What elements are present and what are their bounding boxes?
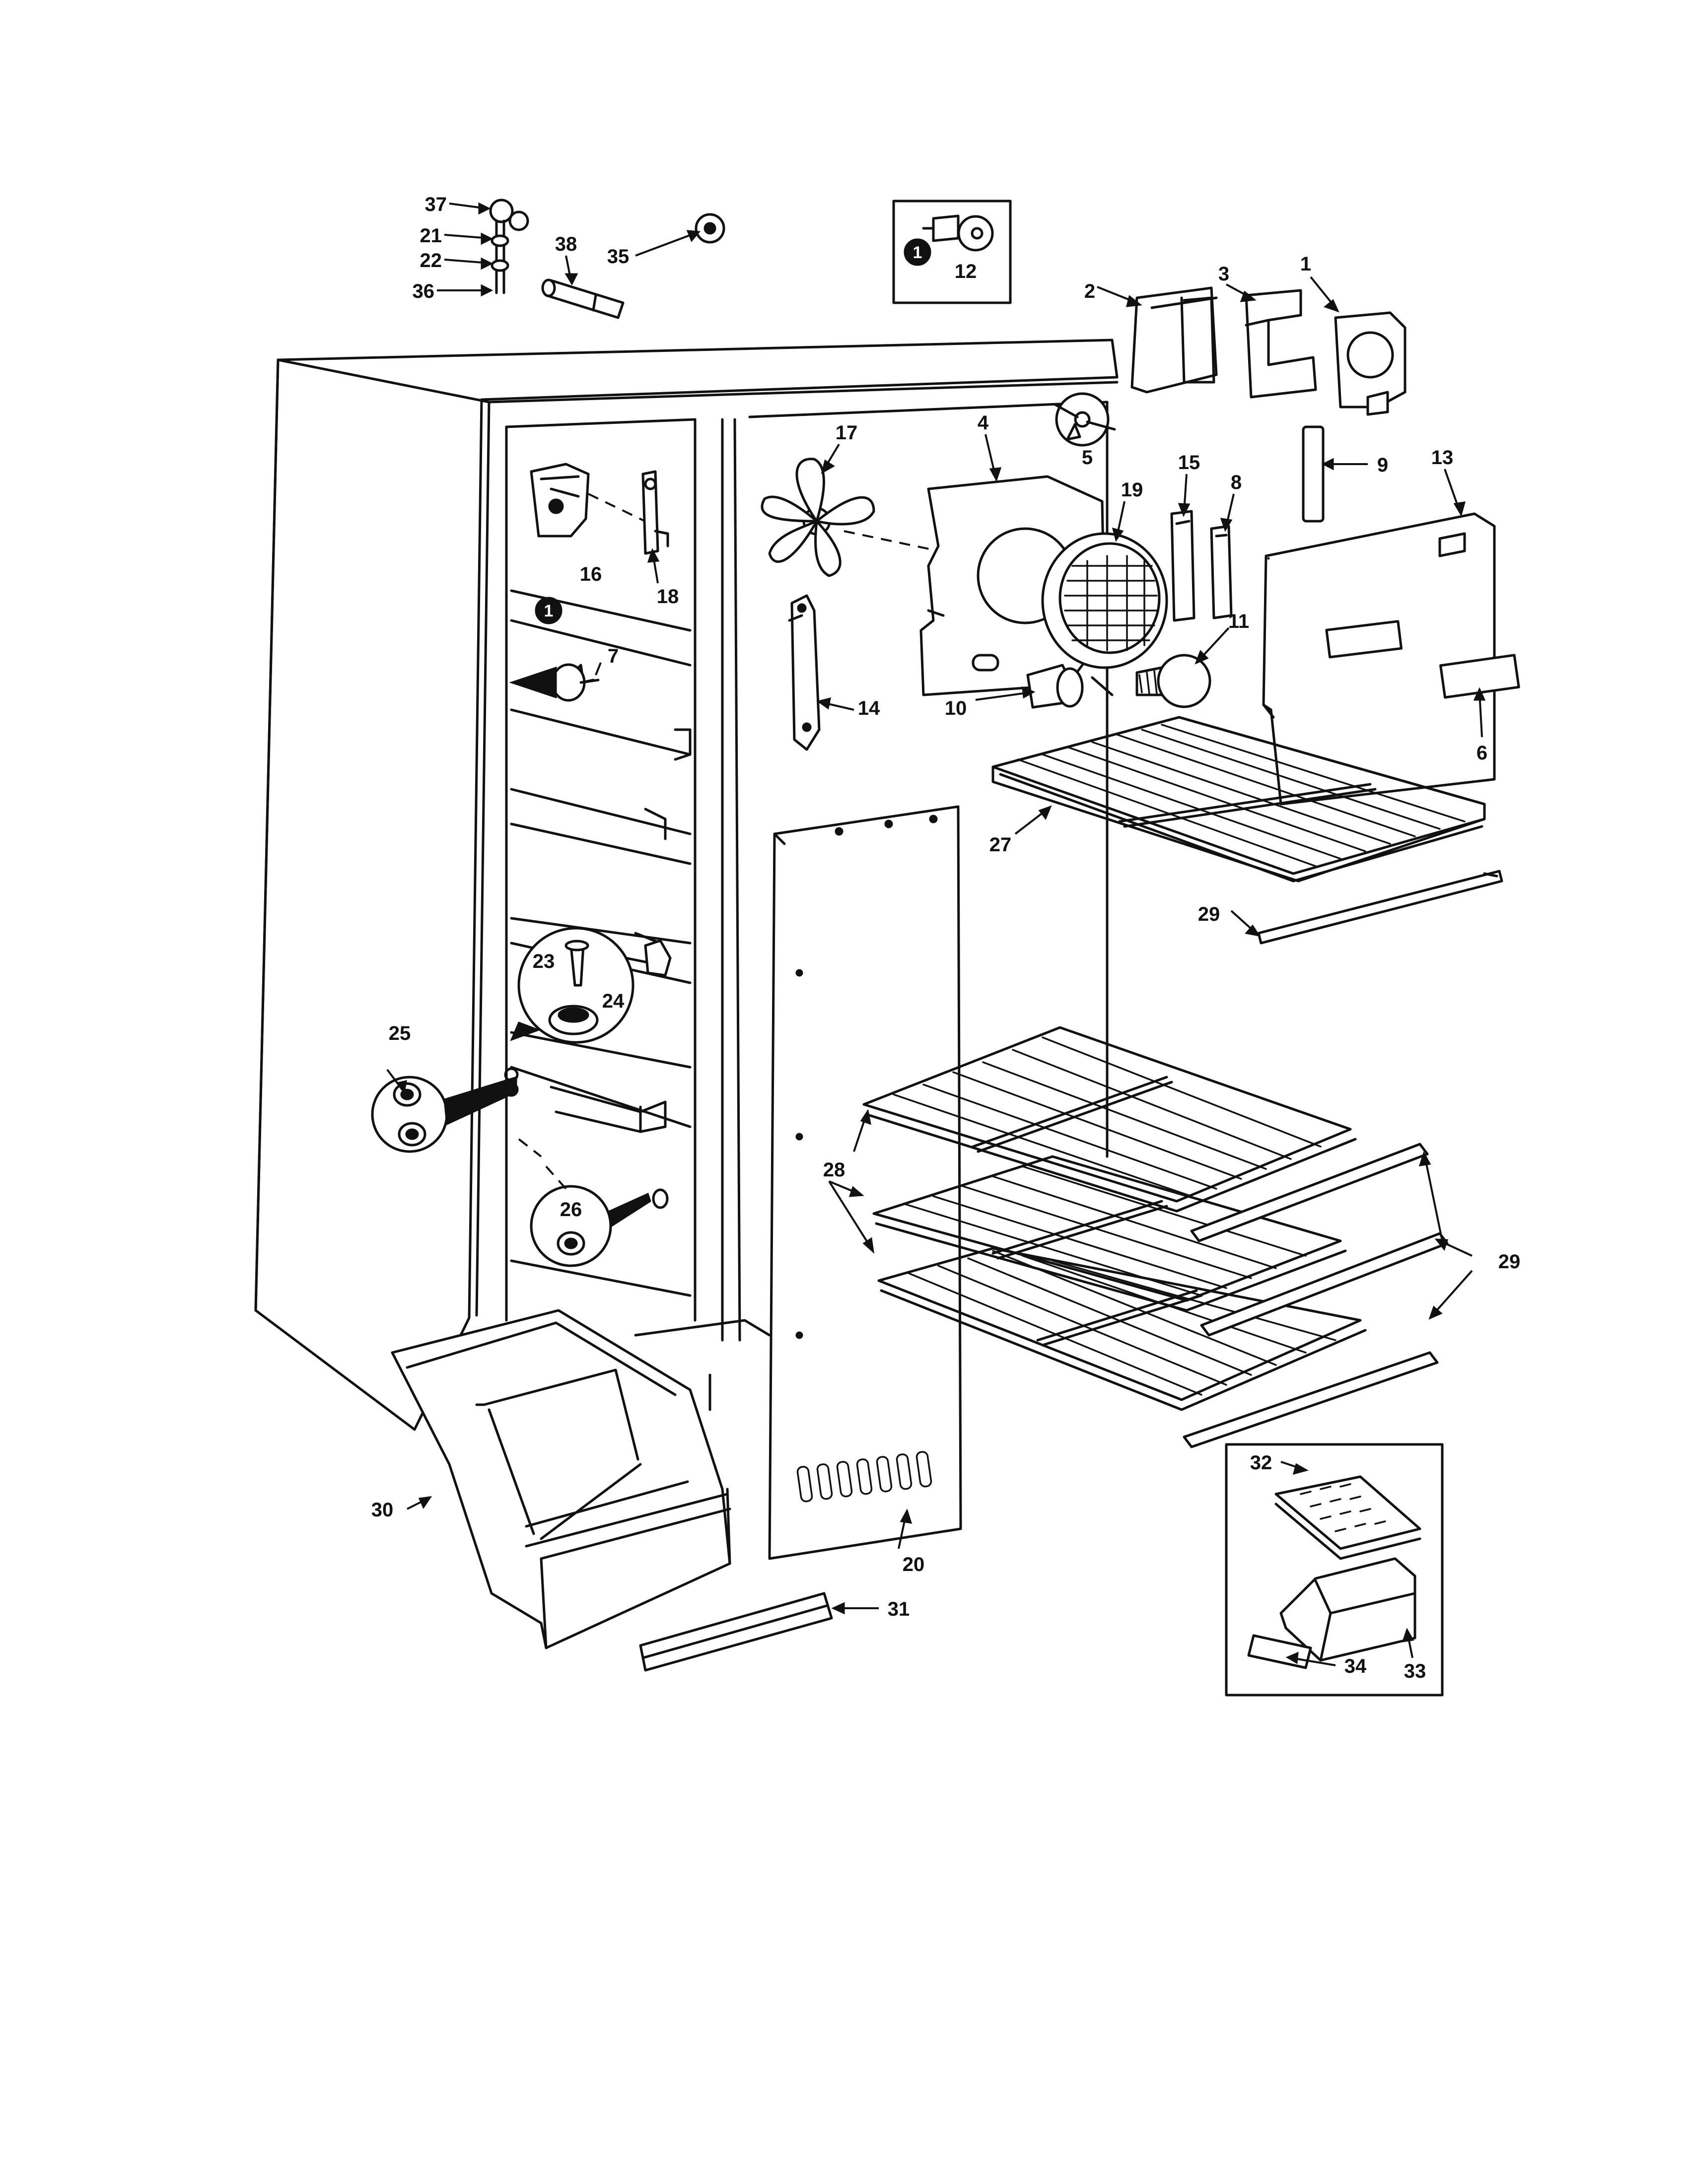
callout-1: 1: [1300, 253, 1311, 275]
callout-9: 9: [1377, 454, 1388, 476]
crisper-bin-30: [391, 1309, 731, 1649]
heater-tube-38: [541, 278, 625, 319]
shelf-trim-29-upper: [1257, 870, 1503, 945]
callout-28: 28: [823, 1159, 845, 1181]
callout-25: 25: [389, 1023, 411, 1044]
inset-badge-label: 1: [913, 243, 922, 262]
callout-34: 34: [1344, 1655, 1367, 1677]
callout-24: 24: [602, 990, 625, 1012]
callout-17: 17: [836, 422, 858, 444]
leader-lines: [386, 202, 1486, 1666]
fan-grille-19: [1041, 532, 1168, 669]
callout-13: 13: [1431, 447, 1454, 469]
callout-22: 22: [420, 250, 442, 272]
panel-badge-label: 1: [544, 602, 554, 620]
mounting-bracket-3: [1245, 289, 1317, 399]
control-housing-2: [1130, 286, 1218, 394]
callout-14: 14: [858, 697, 880, 719]
callout-30: 30: [371, 1499, 394, 1521]
callout-2: 2: [1084, 280, 1095, 302]
shelf-trim-31: [639, 1592, 833, 1672]
fan-mount-1: [1334, 311, 1407, 416]
grommet-35: [695, 213, 725, 244]
lamp-socket-10: [1026, 664, 1114, 709]
inset-box-12: [892, 200, 1012, 304]
wire-shelf-27: [991, 716, 1486, 883]
callout-11: 11: [1228, 611, 1249, 632]
callout-19: 19: [1121, 479, 1143, 501]
callout-31: 31: [888, 1598, 910, 1620]
wire-shelf-28-a: [862, 1026, 1357, 1213]
light-switch-15: [1170, 510, 1196, 622]
detail-circle-26: [518, 1138, 669, 1267]
ice-tray-cells: [1300, 1483, 1386, 1532]
light-bulb-11: [1135, 654, 1211, 708]
callout-21: 21: [420, 225, 442, 247]
callout-36: 36: [413, 280, 435, 302]
callout-18: 18: [657, 586, 679, 608]
callout-7: 7: [608, 645, 619, 667]
inset-badge: [904, 238, 931, 266]
callout-37: 37: [425, 194, 447, 215]
detail-circle-23-24: [517, 927, 672, 1044]
callout-10: 10: [945, 697, 967, 719]
filter-6: [1439, 654, 1520, 699]
callout-8: 8: [1231, 472, 1242, 493]
callout-15: 15: [1178, 452, 1200, 474]
callout-3: 3: [1218, 263, 1229, 285]
callout-29-upper: 29: [1198, 903, 1220, 925]
callout-12: 12: [955, 261, 977, 282]
ice-tray-inset-box: [1225, 1443, 1444, 1697]
callout-27: 27: [989, 834, 1012, 856]
callout-5: 5: [1082, 447, 1093, 469]
pointer-23-24: [510, 1022, 541, 1041]
callout-38: 38: [555, 233, 577, 255]
callout-labels: 37 21 22 36 38 35 12 2 3 1 9 13 17 4 5 1…: [371, 194, 1521, 1682]
callout-33: 33: [1404, 1660, 1426, 1682]
shelf-trim-29-lower: [1183, 1143, 1449, 1448]
shutoff-valve-37: [489, 199, 529, 294]
switch-plunger-8: [1210, 525, 1233, 619]
defrost-timer-16: [530, 463, 590, 538]
wire-shelf-28-c: [877, 1247, 1367, 1411]
relay-bracket-18: [641, 470, 669, 555]
fan-blade-17: [761, 458, 875, 577]
callout-23: 23: [533, 951, 555, 972]
callout-4: 4: [978, 412, 989, 434]
refrigerator-cabinet: [254, 339, 1119, 1431]
thermostat-bracket-14: [788, 594, 821, 751]
panel-badge: [535, 597, 563, 624]
screw-7: [551, 663, 600, 702]
callout-29-lower: 29: [1498, 1251, 1521, 1273]
callout-6: 6: [1477, 742, 1487, 764]
back-panel-20: [768, 805, 962, 1560]
shelf-cover-13: [1262, 512, 1496, 806]
callout-32: 32: [1250, 1452, 1272, 1474]
callout-20: 20: [903, 1554, 925, 1575]
callout-26: 26: [560, 1199, 582, 1221]
callout-35: 35: [607, 246, 630, 268]
damper-control-5: [1054, 392, 1116, 447]
gasket-strip-9: [1302, 425, 1325, 523]
callout-16: 16: [580, 563, 602, 585]
pointer-7: [509, 666, 557, 699]
